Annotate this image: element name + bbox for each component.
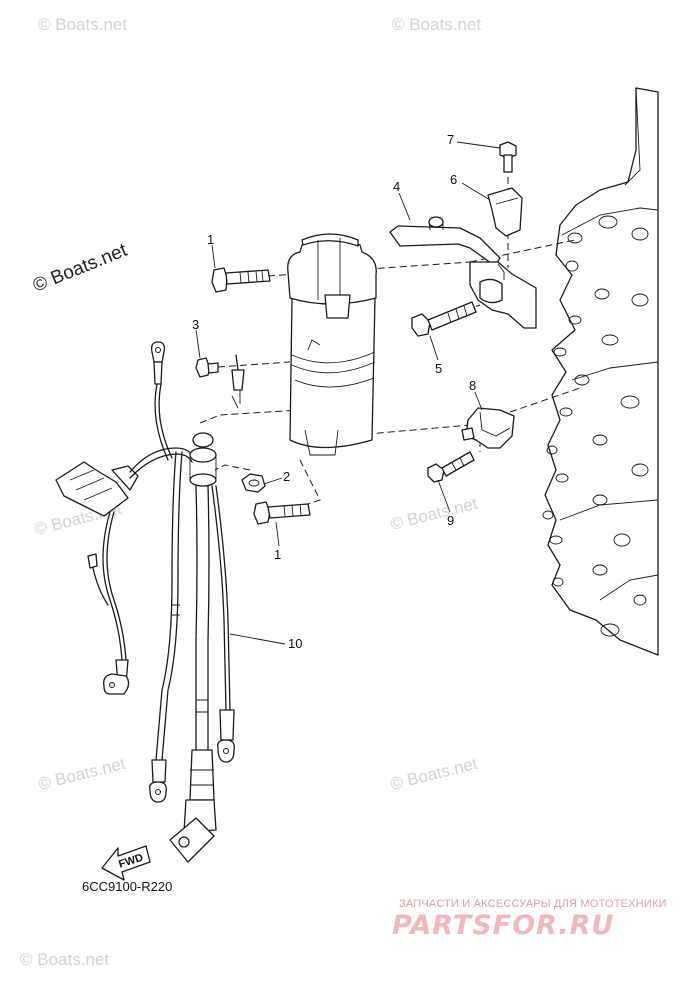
callout-7: 7: [447, 132, 454, 147]
mount-bracket: [469, 261, 537, 329]
bolt-1-bottom: [253, 501, 311, 525]
bolt-3: [195, 357, 219, 378]
copyright-label: © Boats.net: [30, 240, 131, 297]
shop-brand-logo: PARTSFOR.RU: [392, 910, 614, 941]
nut-2: [241, 473, 266, 493]
bracket-8: [461, 407, 515, 449]
bolt-1-top: [211, 267, 271, 293]
watermark: © Boats.net: [20, 950, 109, 969]
wire-harness: [55, 341, 235, 863]
bracket-4: [389, 216, 501, 267]
shop-tagline: ЗАПЧАСТИ И АКСЕССУАРЫ ДЛЯ МОТОТЕХНИКИ: [399, 898, 667, 910]
callout-10: 10: [288, 636, 302, 651]
callout-3: 3: [192, 317, 199, 332]
watermark: © Boats.net: [36, 754, 127, 794]
callouts: 1 3 4 5 6 7 8 9 2 1 10: [192, 132, 476, 651]
callout-6: 6: [450, 172, 457, 187]
callout-2: 2: [283, 469, 290, 484]
callout-1-top: 1: [207, 232, 214, 247]
assembly-lines: [199, 155, 581, 506]
watermark: © Boats.net: [388, 754, 479, 794]
bolt-5: [411, 301, 477, 337]
shop-banner: ЗАПЧАСТИ И АКСЕССУАРЫ ДЛЯ МОТОТЕХНИКИ PA…: [392, 898, 667, 941]
bolt-7: [499, 141, 517, 173]
diagram-code: 6CC9100-R220: [82, 879, 172, 894]
watermark: © Boats.net: [38, 15, 127, 34]
leader-lines: [195, 141, 501, 645]
bolt-9: [427, 451, 475, 483]
watermark: © Boats.net: [388, 494, 479, 534]
callout-8: 8: [469, 378, 476, 393]
callout-9: 9: [447, 513, 454, 528]
fwd-arrow: FWD: [101, 845, 151, 881]
callout-4: 4: [393, 179, 400, 194]
watermark: © Boats.net: [392, 15, 481, 34]
callout-5: 5: [435, 361, 442, 376]
callout-1-bottom: 1: [274, 547, 281, 562]
engine-block: [542, 87, 659, 656]
terminal-lead-3: [231, 354, 245, 409]
bracket-6: [487, 187, 523, 237]
starter-motor: [287, 233, 377, 456]
